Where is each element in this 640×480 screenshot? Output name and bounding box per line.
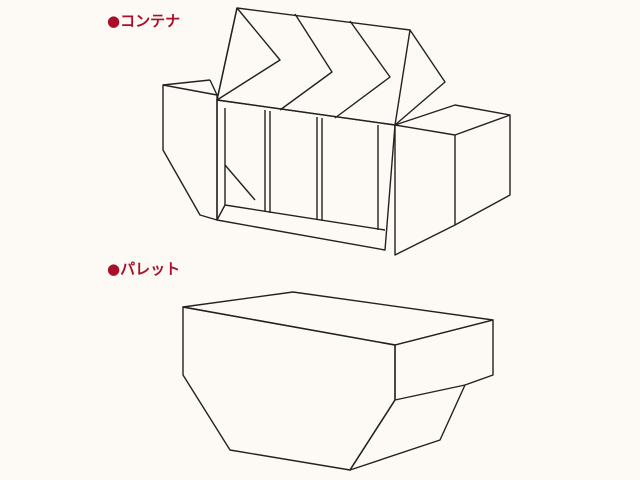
pallet-label: ●パレット	[107, 260, 181, 278]
container-left-wing	[162, 79, 218, 221]
container-right-wing	[394, 104, 511, 256]
pallet-front	[182, 306, 396, 471]
container-label: ●コンテナ	[107, 12, 181, 30]
pallet-side	[349, 319, 494, 471]
pallet-top	[182, 291, 494, 346]
